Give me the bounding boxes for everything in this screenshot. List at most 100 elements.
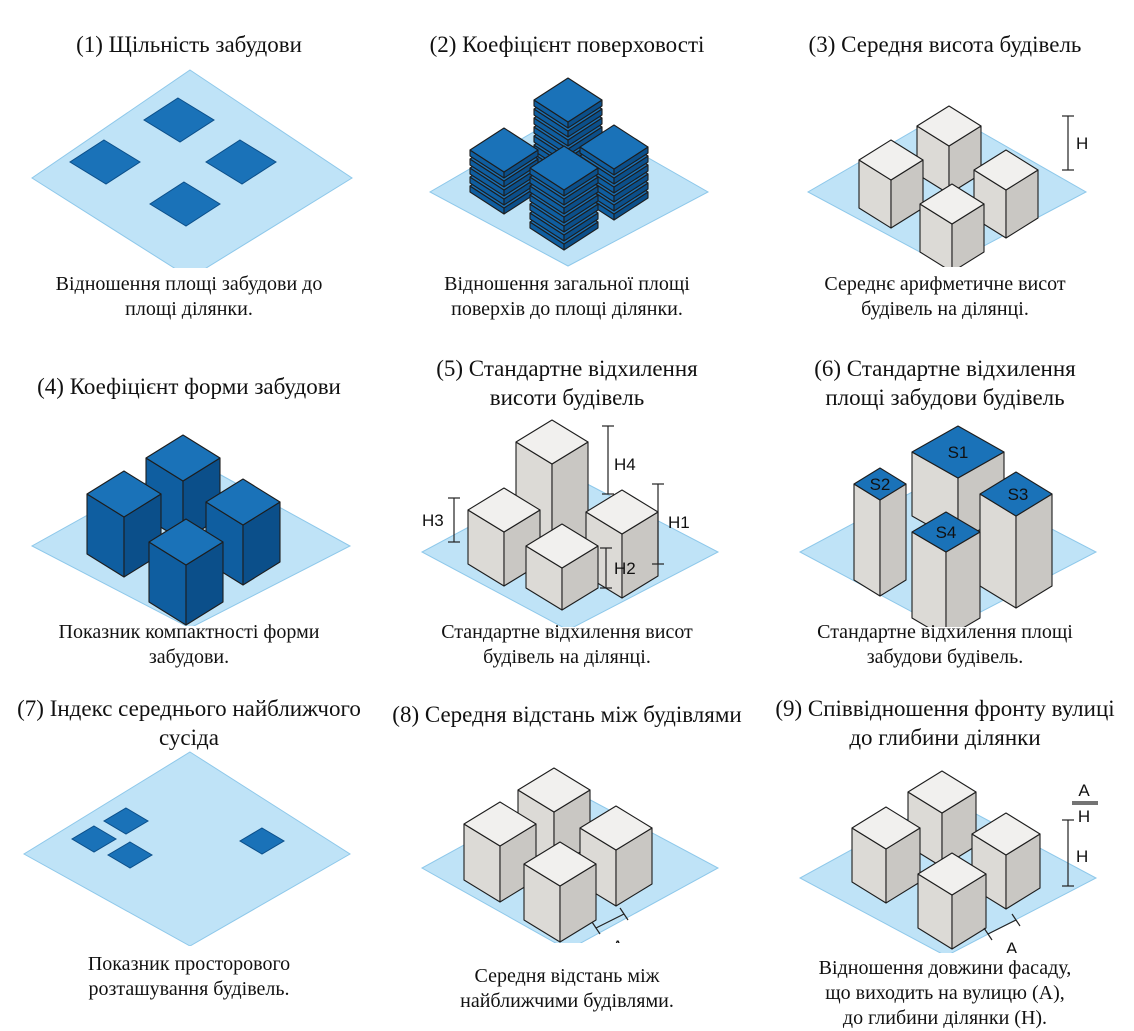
building bbox=[919, 183, 985, 267]
panel-4-shape-coefficient: (4) Коефіцієнт форми забудови Показник к… bbox=[0, 340, 378, 680]
frontage-cap bbox=[1011, 913, 1021, 927]
building-top-face bbox=[469, 127, 539, 173]
panel-9-frontage-depth-ratio: (9) Співвідношення фронту вулиці до глиб… bbox=[756, 680, 1134, 1030]
distance-line bbox=[595, 913, 625, 929]
h3-label: H3 bbox=[422, 511, 444, 530]
building bbox=[851, 806, 921, 904]
building-top-face bbox=[205, 478, 281, 526]
building-top-face bbox=[533, 77, 603, 123]
building-top-face bbox=[463, 801, 537, 847]
building-s2 bbox=[853, 467, 907, 597]
panel-caption: Середнє арифметичне висот будівель на ді… bbox=[824, 273, 1066, 320]
panel-6-footprint-std-deviation: (6) Стандартне відхилення площі забудови… bbox=[756, 340, 1134, 680]
building-footprint bbox=[71, 825, 117, 853]
ratio-numerator: A bbox=[1078, 781, 1090, 800]
panel-title: (9) Співвідношення фронту вулиці до глиб… bbox=[775, 696, 1115, 750]
building-top-face bbox=[579, 124, 649, 170]
panel-title: (5) Стандартне відхилення висоти будівел… bbox=[436, 356, 698, 410]
floor-slab bbox=[529, 145, 599, 197]
frontage-line bbox=[987, 919, 1017, 935]
building-top-face bbox=[148, 518, 224, 566]
panel-title: (3) Середня висота будівель bbox=[808, 32, 1082, 57]
h1-label: H1 bbox=[668, 513, 690, 532]
floor-slab bbox=[579, 124, 649, 176]
panel-caption: Відношення довжини фасаду, що виходить н… bbox=[818, 957, 1072, 1029]
depth-label: H bbox=[1076, 847, 1088, 866]
building-top-face bbox=[979, 471, 1053, 517]
height-label: H bbox=[1076, 134, 1088, 153]
building bbox=[858, 139, 924, 229]
building-footprint bbox=[239, 827, 285, 855]
panel-caption: Стандартне відхилення площі забудови буд… bbox=[817, 621, 1073, 668]
building-top-face bbox=[911, 425, 1005, 479]
building-top-face bbox=[853, 467, 907, 501]
distance-cap bbox=[619, 907, 629, 921]
panel-title: (6) Стандартне відхилення площі забудови… bbox=[814, 356, 1076, 410]
building-top-face bbox=[525, 523, 599, 569]
mean-distance-figure: A bbox=[420, 767, 720, 943]
building bbox=[86, 470, 162, 578]
h2-label: H2 bbox=[614, 559, 636, 578]
building-top-face bbox=[907, 770, 977, 814]
nearest-neighbor-figure bbox=[23, 751, 351, 946]
building-h1 bbox=[585, 489, 659, 599]
panel-title: (4) Коефіцієнт форми забудови bbox=[37, 374, 341, 399]
panel-title: (2) Коефіцієнт поверховості bbox=[429, 32, 705, 57]
building-density-figure bbox=[31, 69, 353, 268]
building-footprint bbox=[69, 139, 141, 185]
building-top-face bbox=[917, 852, 987, 896]
panel-title: (8) Середня відстань між будівлями bbox=[392, 702, 742, 727]
building-top-face bbox=[579, 805, 653, 851]
frontage-label: A bbox=[1006, 939, 1018, 953]
floor-slab bbox=[469, 127, 539, 179]
s3-label: S3 bbox=[1008, 485, 1029, 504]
building-top-face bbox=[529, 145, 599, 191]
building-top-face bbox=[523, 841, 597, 887]
building-footprint bbox=[205, 139, 277, 185]
average-height-figure: H bbox=[806, 105, 1088, 267]
building-top-face bbox=[585, 489, 659, 535]
building-top-face bbox=[916, 105, 982, 147]
building-s4 bbox=[911, 511, 981, 627]
building-h2 bbox=[525, 523, 599, 611]
building-s3 bbox=[979, 471, 1053, 609]
building-top-face bbox=[517, 767, 591, 813]
s1-label: S1 bbox=[948, 443, 969, 462]
ground-plane bbox=[23, 751, 351, 946]
building-top-face bbox=[145, 434, 221, 482]
panel-caption: Відношення загальної площі поверхів до п… bbox=[444, 273, 690, 320]
building-footprint bbox=[107, 841, 153, 869]
building bbox=[523, 841, 597, 943]
building-left-face bbox=[853, 483, 881, 597]
h4-label: H4 bbox=[614, 455, 636, 474]
floor-slab bbox=[533, 77, 603, 129]
panel-1-building-density: (1) Щільність забудови Відношення площі … bbox=[0, 0, 378, 340]
building bbox=[916, 105, 982, 195]
panel-caption: Відношення площі забудови до площі ділян… bbox=[55, 273, 323, 320]
panel-caption: Середня відстань між найближчими будівля… bbox=[460, 965, 674, 1012]
panel-2-floor-area-ratio: (2) Коефіцієнт поверховості Відношення з… bbox=[378, 0, 756, 340]
panel-5-height-std-deviation: (5) Стандартне відхилення висоти будівел… bbox=[378, 340, 756, 680]
panel-8-mean-building-distance: (8) Середня відстань між будівлями A Сер… bbox=[378, 680, 756, 1030]
panel-title: (1) Щільність забудови bbox=[76, 32, 302, 57]
building-top-face bbox=[851, 806, 921, 850]
panel-7-nearest-neighbor-index: (7) Індекс середнього найближчого сусіда… bbox=[0, 680, 378, 1030]
building-footprint bbox=[149, 181, 221, 227]
shape-coefficient-figure bbox=[30, 434, 352, 626]
panel-caption: Стандартне відхилення висот будівель на … bbox=[441, 621, 693, 668]
distance-cap bbox=[591, 921, 601, 935]
building-top-face bbox=[467, 487, 541, 533]
ground-plane bbox=[31, 69, 353, 268]
s4-label: S4 bbox=[936, 523, 957, 542]
panel-caption: Показник просторового розташування будів… bbox=[87, 953, 291, 1000]
building-top-face bbox=[919, 183, 985, 225]
distance-label: A bbox=[612, 937, 624, 943]
s2-label: S2 bbox=[870, 475, 891, 494]
building-top-face bbox=[971, 812, 1041, 856]
building bbox=[148, 518, 224, 626]
building-top-face bbox=[515, 419, 589, 465]
panel-title: (7) Індекс середнього найближчого сусіда bbox=[17, 696, 361, 750]
